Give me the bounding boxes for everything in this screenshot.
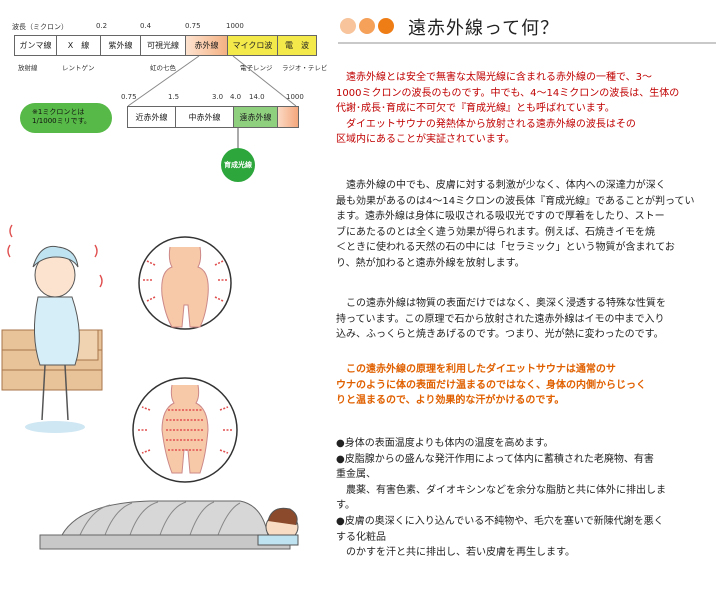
section-header: 遠赤外線って何？ bbox=[338, 14, 716, 44]
sub-tick: 1000 bbox=[286, 93, 304, 101]
text-line: この遠赤外線の原理を利用したダイエットサウナは通常のサ bbox=[336, 364, 616, 375]
text-line: 遠赤外線とは安全で無害な太陽光線に含まれる赤外線の一種で、3～ bbox=[336, 72, 652, 83]
sauna-illustration bbox=[1, 224, 299, 550]
sub-tick: 14.0 bbox=[249, 93, 265, 101]
list-item: 農薬、有害色素、ダイオキシンなどを余分な脂肪と共に体外に排出しま bbox=[336, 484, 666, 496]
band-uv: 紫外線 bbox=[101, 36, 141, 55]
paragraph-growth-light: 遠赤外線の中でも、皮膚に対する刺激が少なく、体内への深達力が深く 最も効果がある… bbox=[336, 178, 714, 272]
text-line: 遠赤外線の中でも、皮膚に対する刺激が少なく、体内への深達力が深く bbox=[336, 180, 666, 191]
sub-tick: 0.75 bbox=[121, 93, 137, 101]
growth-light-badge: 育成光線 bbox=[221, 148, 255, 182]
sub-tick: 1.5 bbox=[168, 93, 180, 101]
band-infrared: 赤外線 bbox=[186, 36, 228, 55]
header-dot bbox=[359, 18, 375, 34]
under-label: レントゲン bbox=[62, 64, 95, 72]
text-line: り、熱が加わると遠赤外線を放射します。 bbox=[336, 257, 525, 269]
wavelength-unit-label: 波長（ミクロン） bbox=[12, 23, 68, 31]
list-item: ●皮膚の奥深くに入り込んでいる不純物や、毛穴を塞いで新陳代謝を悪く bbox=[336, 515, 664, 527]
micron-note: ※1ミクロンとは 1/1000ミリです。 bbox=[20, 103, 112, 133]
text-line: ブにあたるのとは全く違う効果が得られます。例えば、石焼きイモを焼 bbox=[336, 226, 655, 238]
text-line: 1000ミクロンの波長のものです。中でも、4～14ミクロンの波長は、生体の bbox=[336, 87, 680, 99]
page-title: 遠赤外線って何？ bbox=[408, 18, 560, 39]
dome-sauna bbox=[39, 500, 299, 550]
paragraph-definition: 遠赤外線とは安全で無害な太陽光線に含まれる赤外線の一種で、3～ 1000ミクロン… bbox=[336, 70, 714, 148]
band-gamma: ガンマ線 bbox=[15, 36, 57, 55]
under-label: 電子レンジ bbox=[240, 64, 273, 72]
band-xray: X 線 bbox=[57, 36, 101, 55]
spectrum-diagram: 波長（ミクロン） 0.2 0.4 0.75 1000 ガンマ線 X 線 紫外線 … bbox=[0, 0, 330, 200]
list-item: する化粧品 bbox=[336, 531, 386, 543]
scale-tick: 0.4 bbox=[140, 22, 152, 30]
text-line: 最も効果があるのは4～14ミクロンの波長体『育成光線』であることが判ってい bbox=[336, 195, 695, 207]
under-label: 虹の七色 bbox=[150, 64, 176, 72]
text-line: 込み、ふっくらと焼きあげるのです。つまり、光が熱に変わったのです。 bbox=[336, 329, 664, 341]
band-visible: 可視光線 bbox=[141, 36, 186, 55]
paragraph-penetration: この遠赤外線は物質の表面だけではなく、奥深く浸透する特殊な性質を 持っています。… bbox=[336, 296, 714, 343]
sub-tick: 4.0 bbox=[230, 93, 242, 101]
connector-lines bbox=[127, 55, 297, 148]
under-label: 放射線 bbox=[18, 64, 38, 72]
benefit-list: ●身体の表面温度よりも体内の温度を高めます。 ●皮脂腺からの盛んな発汗作用によっ… bbox=[336, 436, 714, 561]
header-dot bbox=[378, 18, 394, 34]
subband-far-ir: 遠赤外線 bbox=[234, 107, 278, 127]
list-item: す。 bbox=[336, 500, 355, 512]
text-line: この遠赤外線は物質の表面だけではなく、奥深く浸透する特殊な性質を bbox=[336, 298, 666, 309]
body-deep-heat-circle bbox=[132, 377, 238, 483]
woman-in-towel bbox=[7, 224, 103, 433]
scale-tick: 1000 bbox=[226, 22, 244, 30]
sub-tick: 3.0 bbox=[212, 93, 224, 101]
header-dot bbox=[340, 18, 356, 34]
text-line: ダイエットサウナの発熱体から放射される遠赤外線の波長はその bbox=[336, 118, 636, 130]
list-item: ●皮脂腺からの盛んな発汗作用によって体内に蓄積された老廃物、有害 bbox=[336, 453, 654, 465]
text-line: ウナのように体の表面だけ温まるのではなく、身体の内側からじっく bbox=[336, 379, 646, 391]
infrared-subbands: 近赤外線 中赤外線 遠赤外線 bbox=[127, 106, 299, 128]
text-line: ＜ときに使われる天然の石の中には「セラミック」という物質が含まれてお bbox=[336, 242, 675, 254]
scale-tick: 0.75 bbox=[185, 22, 201, 30]
paragraph-highlight: この遠赤外線の原理を利用したダイエットサウナは通常のサ ウナのように体の表面だけ… bbox=[336, 362, 714, 409]
band-radio: 電 波 bbox=[278, 36, 316, 55]
list-item: のかすを汗と共に排出し、若い皮膚を再生します。 bbox=[336, 547, 575, 559]
text-line: 区域内にあることが実証されています。 bbox=[336, 134, 515, 146]
band-microwave: マイクロ波 bbox=[228, 36, 278, 55]
subband-mid-ir: 中赤外線 bbox=[176, 107, 234, 127]
subband-tail bbox=[278, 107, 298, 127]
spectrum-bands: ガンマ線 X 線 紫外線 可視光線 赤外線 マイクロ波 電 波 bbox=[14, 35, 317, 56]
text-line: ます。遠赤外線は身体に吸収される吸収光ですので厚着をしたり、ストー bbox=[336, 211, 665, 223]
list-item: ●身体の表面温度よりも体内の温度を高めます。 bbox=[336, 438, 554, 449]
body-warm-circle bbox=[138, 236, 232, 330]
scale-tick: 0.2 bbox=[96, 22, 108, 30]
text-line: りと温まるので、より効果的な汗がかけるのです。 bbox=[336, 395, 565, 407]
note-line: ※1ミクロンとは bbox=[32, 108, 85, 116]
subband-near-ir: 近赤外線 bbox=[128, 107, 176, 127]
under-label: ラジオ・テレビ bbox=[282, 64, 328, 72]
list-item: 重金属、 bbox=[336, 469, 376, 481]
text-line: 持っています。この原理で石から放射された遠赤外線はイモの中まで入り bbox=[336, 313, 665, 325]
note-line: 1/1000ミリです。 bbox=[32, 117, 91, 125]
text-line: 代謝･成長･育成に不可欠で『育成光線』とも呼ばれています。 bbox=[336, 103, 615, 115]
